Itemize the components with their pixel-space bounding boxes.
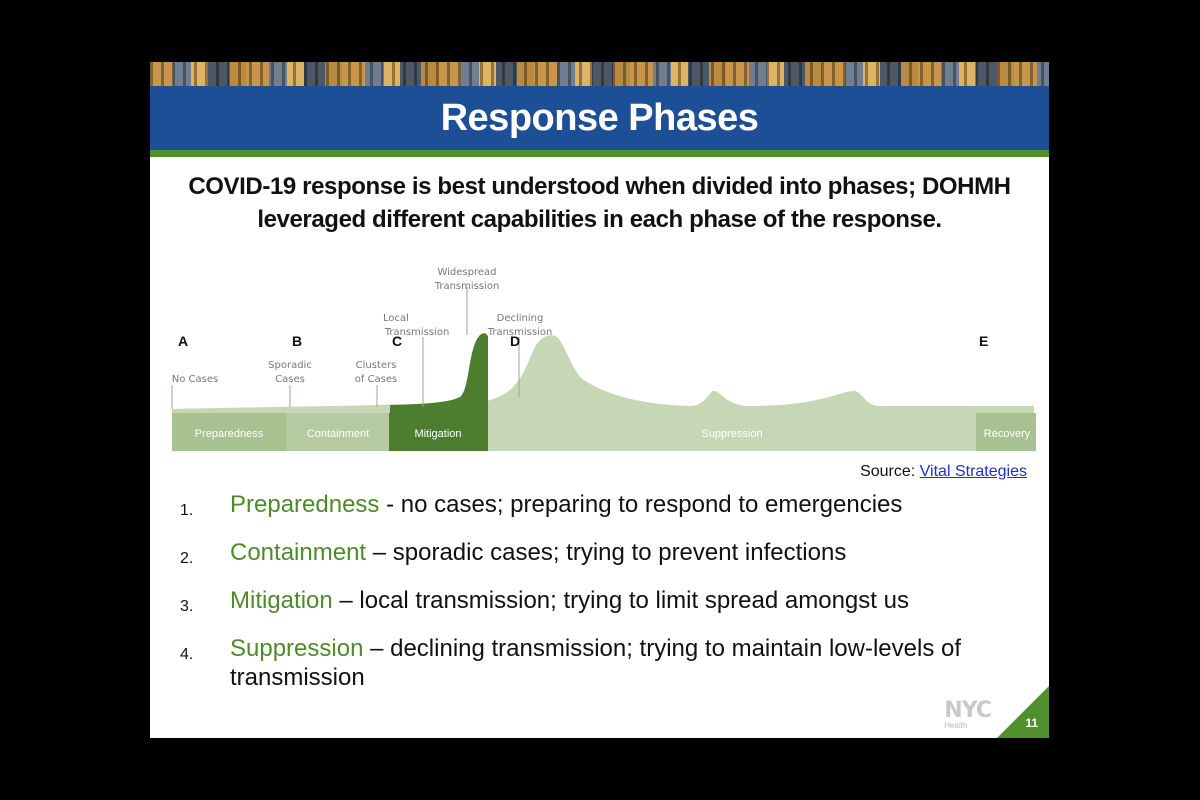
annotation-widespread-line2: Transmission (434, 281, 500, 292)
annotation-sporadic-line2: Cases (275, 374, 305, 385)
list-item-term: Preparedness (230, 491, 380, 518)
logo-text: NYC (944, 698, 992, 723)
source-citation: Source: Vital Strategies (860, 463, 1027, 481)
list-item-number: 1. (180, 502, 194, 519)
list-item-description: – local transmission; trying to limit sp… (332, 587, 909, 614)
annotation-sporadic-line1: Sporadic (268, 360, 312, 371)
phase-bar-suppression (488, 413, 976, 451)
annotation-clusters-line2: of Cases (355, 374, 398, 385)
phase-bar-preparedness (172, 413, 286, 451)
phase-label-suppression: Suppression (701, 428, 762, 440)
title-bar: Response Phases (150, 86, 1049, 150)
marker-letter-a: A (178, 333, 188, 349)
list-item-number: 2. (180, 550, 194, 567)
marker-letter-b: B (292, 333, 302, 349)
phase-bar-containment (286, 413, 389, 451)
logo-subtext: Health (944, 721, 968, 730)
list-item-number: 3. (180, 598, 194, 615)
list-item-number: 4. (180, 646, 194, 663)
slide-subtitle: COVID-19 response is best understood whe… (150, 170, 1049, 236)
annotation-clusters-line1: Clusters (356, 360, 397, 371)
marker-letter-c: C (392, 333, 402, 349)
list-item: 2. Containment – sporadic cases; trying … (180, 538, 1020, 567)
list-item-term: Mitigation (230, 587, 333, 614)
annotation-local-line1: Local (383, 313, 409, 324)
annotation-declining-line1: Declining (497, 313, 544, 324)
annotation-local-line2: Transmission (384, 327, 450, 338)
green-accent-strip (150, 150, 1049, 157)
response-phases-diagram: Preparedness Containment Mitigation Supp… (171, 267, 1036, 451)
list-item-description: - no cases; preparing to respond to emer… (379, 491, 903, 518)
annotation-widespread-line1: Widespread (437, 267, 496, 278)
slide: Response Phases COVID-19 response is bes… (150, 62, 1049, 738)
subtitle-line-1: COVID-19 response is best understood whe… (188, 173, 1011, 200)
phase-label-containment: Containment (307, 428, 369, 440)
marker-letter-d: D (510, 333, 520, 349)
annotation-declining-line2: Transmission (487, 327, 553, 338)
list-item-term: Suppression (230, 635, 364, 662)
corner-triangle (997, 686, 1049, 738)
phase-bar-mitigation (389, 413, 488, 451)
marker-letter-e: E (979, 333, 988, 349)
list-item: 1. Preparedness - no cases; preparing to… (180, 490, 1020, 519)
list-item-description: – declining transmission; trying to main… (230, 635, 962, 691)
phase-bar-recovery (976, 413, 1036, 451)
subtitle-line-2: leveraged different capabilities in each… (257, 206, 942, 233)
source-link[interactable]: Vital Strategies (919, 463, 1027, 480)
curve-mitigation-area (390, 333, 488, 413)
phase-label-recovery: Recovery (984, 428, 1031, 440)
curve-area (172, 335, 1034, 413)
nyc-health-logo: NYC Health (944, 698, 992, 730)
phase-label-preparedness: Preparedness (195, 428, 264, 440)
slide-title: Response Phases (440, 96, 759, 139)
list-item-description: – sporadic cases; trying to prevent infe… (366, 539, 847, 566)
source-label: Source: (860, 463, 916, 480)
list-item: 3. Mitigation – local transmission; tryi… (180, 586, 1020, 615)
skyline-banner (150, 62, 1049, 86)
annotation-no-cases: No Cases (172, 374, 218, 385)
phase-label-mitigation: Mitigation (414, 428, 461, 440)
list-item-term: Containment (230, 539, 367, 566)
phase-list: 1. Preparedness - no cases; preparing to… (180, 490, 1020, 711)
list-item: 4. Suppression – declining transmission;… (180, 634, 1020, 692)
page-number: 11 (1025, 716, 1038, 730)
